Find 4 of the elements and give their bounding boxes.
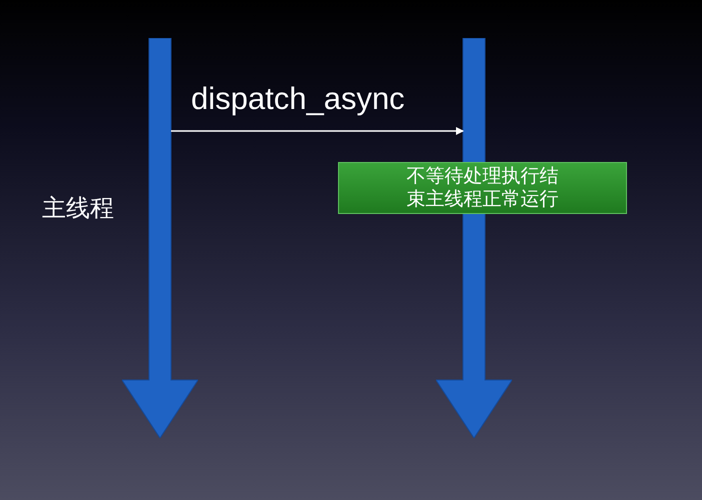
arrow xyxy=(171,127,464,135)
thread-label: 主线程 xyxy=(42,194,114,224)
edge-label: dispatch_async xyxy=(191,81,405,117)
note-box: 不等待处理执行结束主线程正常运行 xyxy=(338,162,627,214)
